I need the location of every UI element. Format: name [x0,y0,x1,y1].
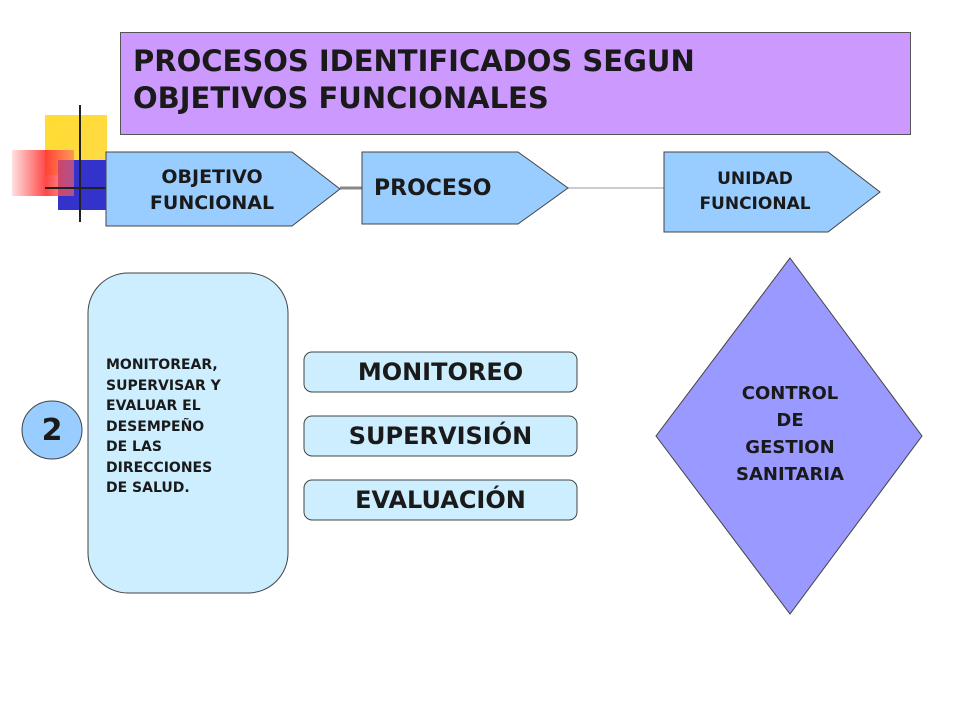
objective-description-line: DIRECCIONES [106,459,213,476]
objective-description-line: DESEMPEÑO [106,418,205,435]
process-monitoreo: MONITOREO [357,358,524,386]
objective-description-line: EVALUAR EL [106,398,201,414]
objective-description-line: MONITOREAR, [106,357,218,373]
unit-header-line-1: UNIDAD [717,169,793,189]
process-header: PROCESO [362,152,540,224]
process-arrow-shape [361,151,569,225]
title-line-2: OBJETIVOS FUNCIONALES [133,81,549,115]
objective-number-circle [21,400,83,460]
unit-arrow-shape [663,151,881,233]
objective-description-line: DE SALUD. [106,480,190,496]
objective-description: MONITOREAR, SUPERVISAR Y EVALUAR EL DESE… [106,355,276,499]
unit-diamond-shape [655,257,923,615]
objective-header: OBJETIVO FUNCIONAL [106,152,318,227]
objective-arrow-shape [105,151,341,227]
objective-description-line: DE LAS [106,439,162,455]
process-pill-1-shape [303,351,578,393]
unit-name-line: SANITARIA [736,464,844,485]
unit-header-line-2: FUNCIONAL [699,194,811,214]
process-header-label: PROCESO [374,175,492,201]
objective-description-box [87,272,289,594]
unit-name-line: GESTION [745,437,835,458]
objective-number: 2 [41,412,63,448]
title-box: PROCESOS IDENTIFICADOS SEGUN OBJETIVOS F… [120,32,911,135]
unit-name: CONTROL DE GESTION SANITARIA [690,380,890,488]
objective-header-line-1: OBJETIVO [161,165,263,188]
process-pill-2-shape [303,415,578,457]
unit-name-line: DE [776,410,804,431]
objective-description-line: SUPERVISAR Y [106,377,221,394]
unit-header: UNIDAD FUNCIONAL [664,152,846,232]
process-pill-3-shape [303,479,578,521]
process-supervision: SUPERVISIÓN [348,422,533,450]
process-evaluacion: EVALUACIÓN [355,486,526,514]
objective-header-line-2: FUNCIONAL [149,191,275,214]
unit-name-line: CONTROL [741,383,839,404]
title-line-1: PROCESOS IDENTIFICADOS SEGUN [133,44,695,78]
